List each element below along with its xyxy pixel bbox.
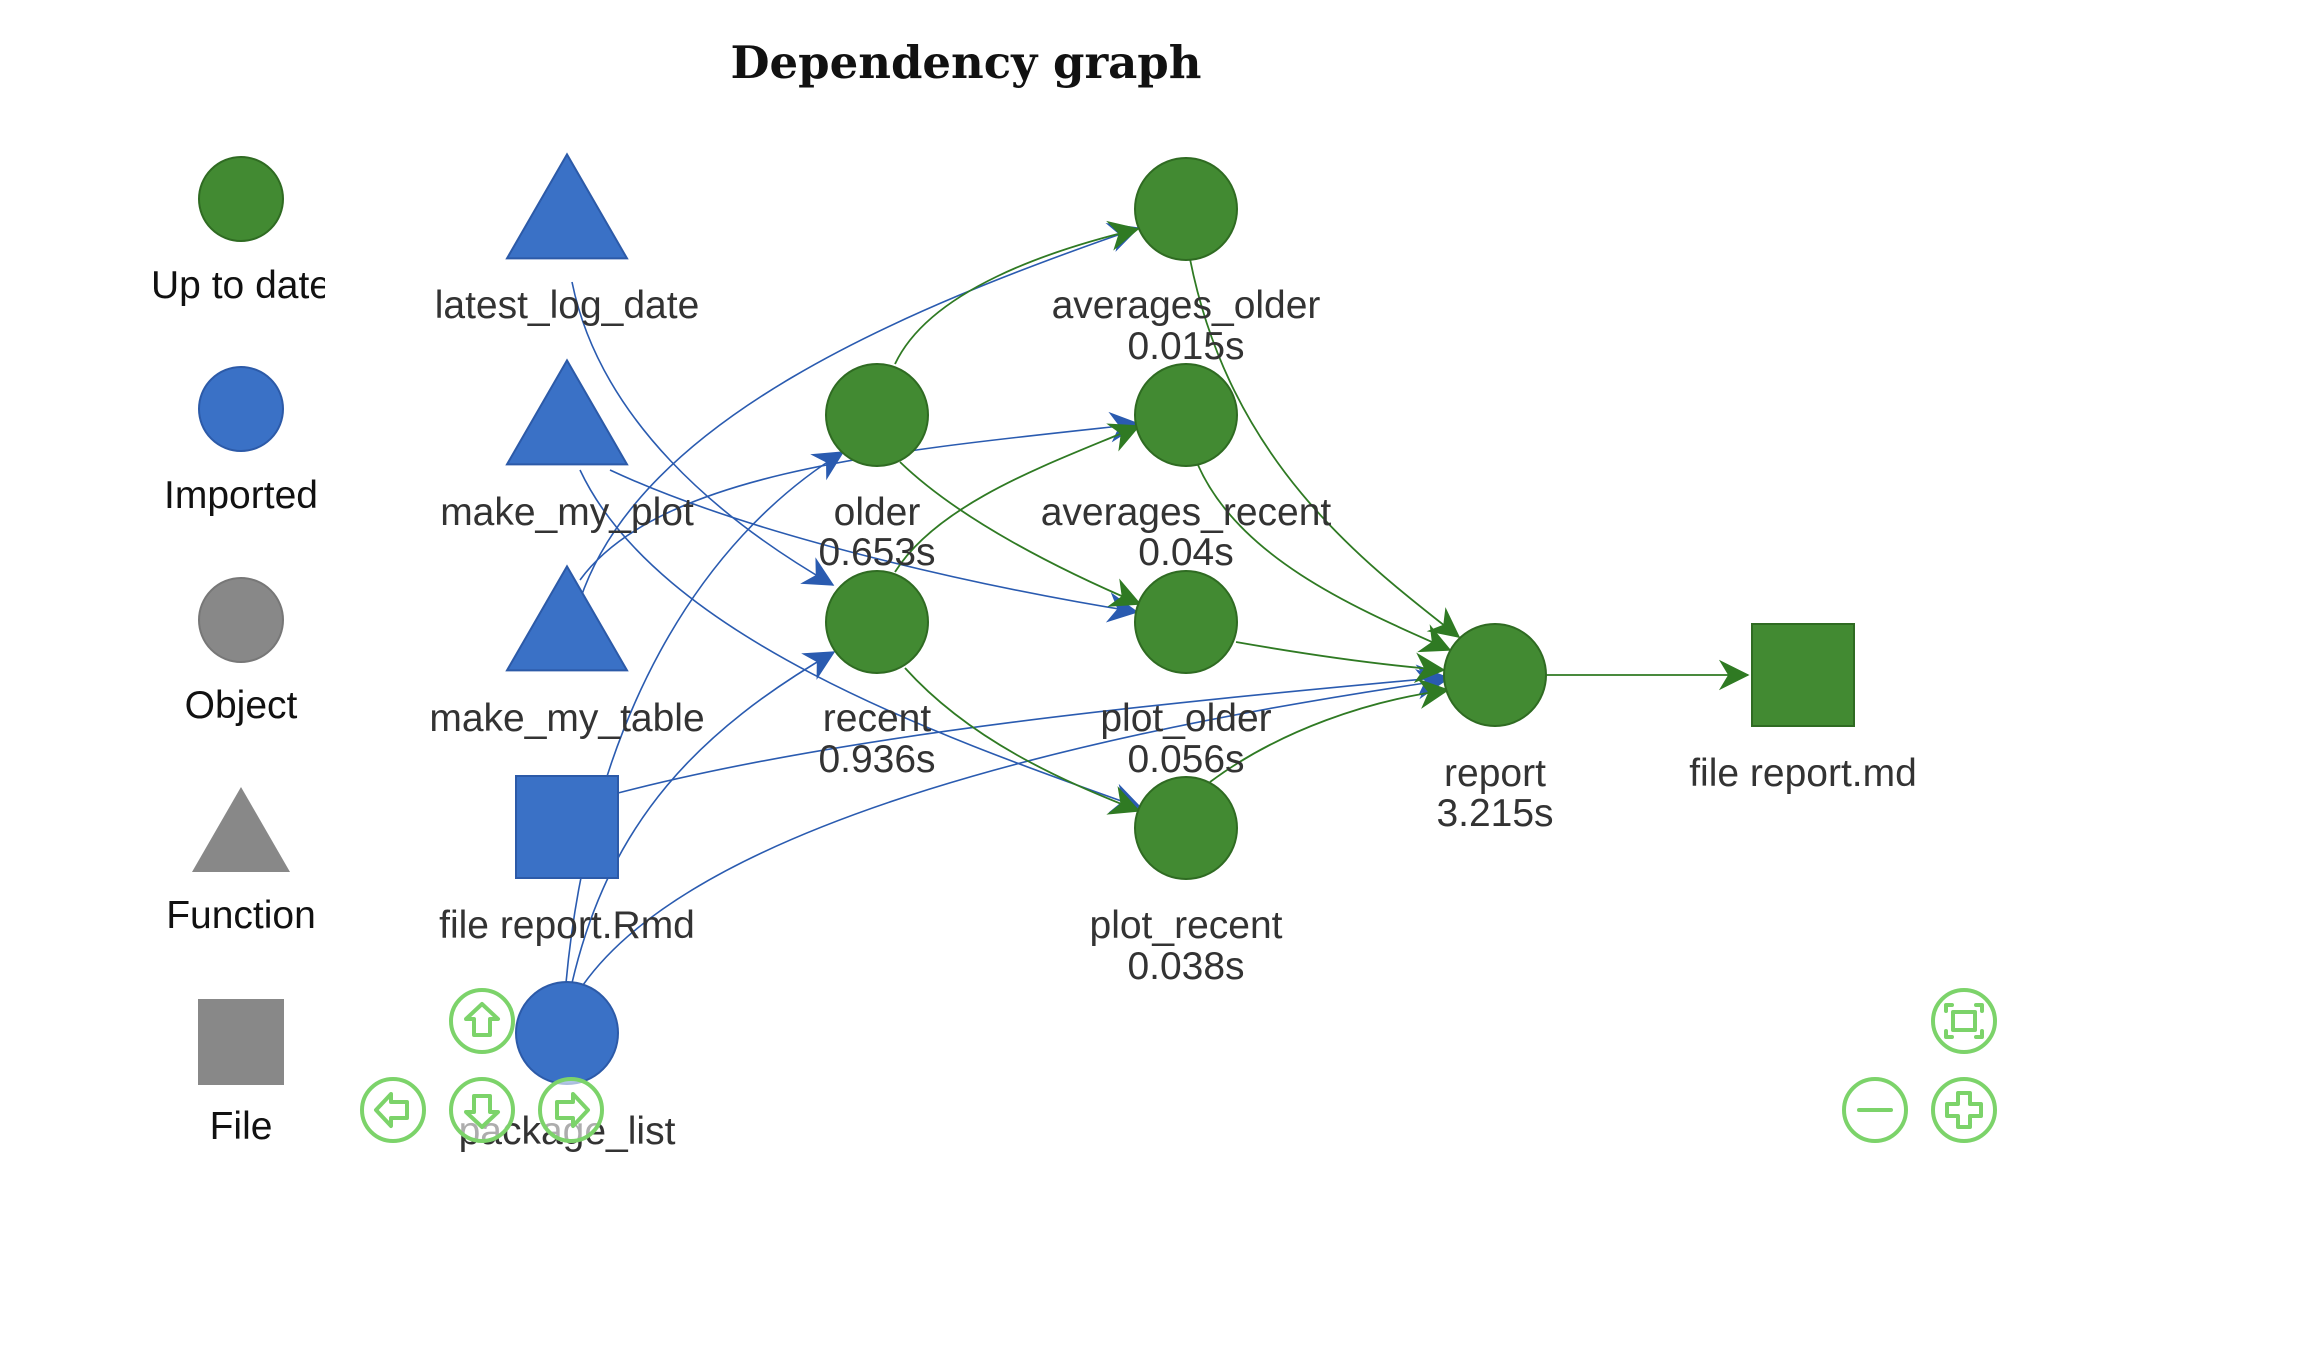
node-label-plot-recent: plot_recent	[1090, 904, 1283, 947]
edge-older-to-averages_older	[894, 220, 1140, 365]
node-label-latest-log-date: latest_log_date	[435, 284, 700, 327]
plus-icon	[1945, 1091, 1983, 1129]
legend-file-symbol	[198, 999, 284, 1085]
node-make-my-table[interactable]	[505, 564, 629, 672]
node-label-plot-older: plot_older	[1100, 697, 1271, 740]
node-plot-older[interactable]	[1134, 570, 1238, 674]
legend-object-label: Object	[185, 684, 298, 727]
legend-file-label: File	[210, 1105, 273, 1148]
node-file-report-md[interactable]	[1751, 623, 1855, 727]
edge-latest_log_date-to-recent	[571, 281, 835, 586]
node-label-make-my-table: make_my_table	[429, 697, 704, 740]
legend-up-to-date-symbol	[198, 156, 284, 242]
legend-imported: Imported	[164, 366, 318, 517]
edge-file_report_rmd-to-report	[617, 664, 1448, 794]
navigation-controls	[360, 988, 1997, 1143]
legend-imported-symbol	[198, 366, 284, 452]
nav-down-button[interactable]	[449, 1077, 515, 1143]
node-time-recent: 0.936s	[818, 738, 935, 781]
edges	[565, 220, 1750, 986]
zoom-in-button[interactable]	[1931, 1077, 1997, 1143]
node-latest-log-date[interactable]	[505, 152, 629, 260]
legend-function-symbol	[192, 787, 290, 872]
edge-make_my_table-to-averages_older	[579, 223, 1140, 601]
legend-file: File	[198, 999, 284, 1148]
edge-recent-to-averages_recent	[894, 423, 1141, 573]
node-label-file-report-rmd: file report.Rmd	[439, 904, 695, 947]
node-averages-older[interactable]	[1134, 157, 1238, 261]
arrow-up-icon	[464, 1002, 500, 1037]
node-time-older: 0.653s	[818, 531, 935, 574]
edge-plot_recent-to-report	[1209, 678, 1450, 783]
legend-up-to-date-label: Up to date	[151, 264, 331, 307]
legend-imported-label: Imported	[164, 474, 318, 517]
node-time-plot-recent: 0.038s	[1127, 945, 1244, 988]
node-label-older: older	[834, 491, 921, 534]
node-plot-recent[interactable]	[1134, 776, 1238, 880]
node-label-averages-older: averages_older	[1052, 284, 1321, 327]
node-time-plot-older: 0.056s	[1127, 738, 1244, 781]
nodes	[505, 152, 1855, 1085]
edge-older-to-plot_older	[899, 461, 1142, 607]
node-label-recent: recent	[823, 697, 932, 740]
legend-function: Function	[166, 787, 316, 937]
edge-package_list-to-report	[582, 669, 1448, 986]
edge-make_my_plot-to-plot_older	[609, 469, 1139, 623]
edge-plot_older-to-report	[1235, 641, 1446, 683]
node-label-file-report-md: file report.md	[1689, 752, 1917, 795]
edge-averages_recent-to-report	[1197, 464, 1452, 653]
arrow-right-icon	[555, 1092, 590, 1128]
node-label-averages-recent: averages_recent	[1041, 491, 1332, 534]
edge-averages_older-to-report	[1189, 258, 1461, 638]
zoom-fit-button[interactable]	[1931, 988, 1997, 1054]
node-file-report-rmd[interactable]	[515, 775, 619, 879]
node-report[interactable]	[1443, 623, 1547, 727]
edge-recent-to-plot_recent	[904, 667, 1141, 815]
node-time-averages-older: 0.015s	[1127, 325, 1244, 368]
legend-object: Object	[185, 577, 298, 727]
edge-package_list-to-recent	[571, 651, 836, 984]
legend-function-label: Function	[166, 894, 316, 937]
node-recent[interactable]	[825, 570, 929, 674]
edge-make_my_table-to-averages_recent	[579, 411, 1141, 581]
node-averages-recent[interactable]	[1134, 363, 1238, 467]
arrow-left-icon	[374, 1092, 409, 1128]
legend-up-to-date: Up to date	[151, 156, 331, 307]
zoom-out-button[interactable]	[1842, 1077, 1908, 1143]
node-older[interactable]	[825, 363, 929, 467]
node-label-report: report	[1444, 752, 1546, 795]
nav-up-button[interactable]	[449, 988, 515, 1054]
zoom-extends-icon	[1944, 1003, 1984, 1039]
node-time-averages-recent: 0.04s	[1138, 531, 1233, 574]
graph-title: Dependency graph	[730, 36, 1201, 89]
legend-object-symbol	[198, 577, 284, 663]
node-make-my-plot[interactable]	[505, 358, 629, 466]
arrow-down-icon	[464, 1094, 500, 1129]
nav-right-button[interactable]	[538, 1077, 604, 1143]
nav-left-button[interactable]	[360, 1077, 426, 1143]
node-label-make-my-plot: make_my_plot	[440, 491, 694, 534]
node-package-list[interactable]	[515, 981, 619, 1085]
node-time-report: 3.215s	[1436, 792, 1553, 835]
